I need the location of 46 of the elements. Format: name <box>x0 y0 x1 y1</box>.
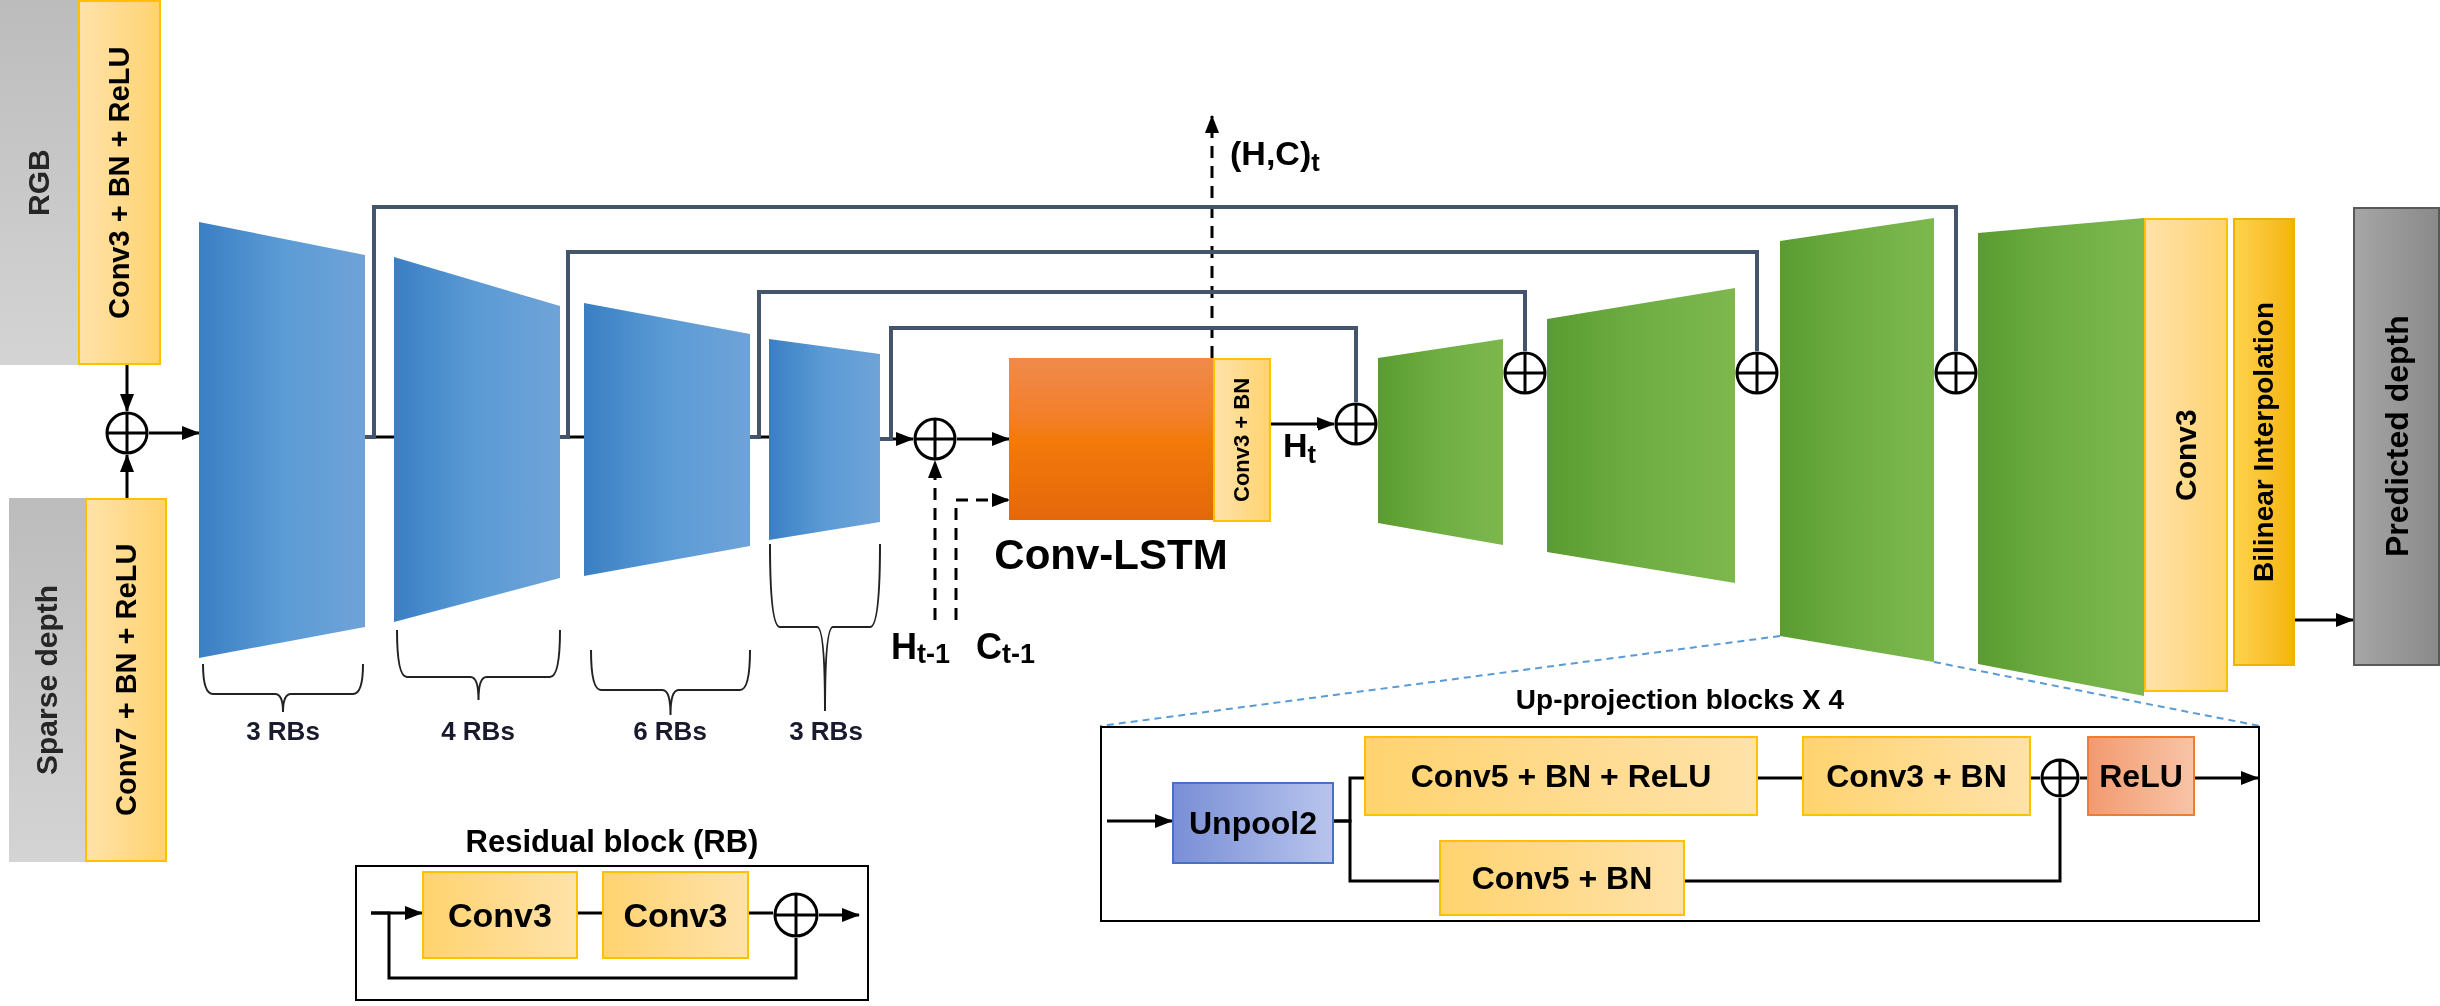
arrow <box>1271 417 1335 431</box>
output-block: Predicted depth <box>2353 207 2440 666</box>
connector-line <box>749 911 774 915</box>
bracket-label: 3 RBs <box>789 718 863 744</box>
arrow <box>954 493 1010 620</box>
conv-block: Conv7 + BN + ReLU <box>85 498 167 862</box>
connector-line <box>1334 819 1439 883</box>
conv-block: Conv3 <box>602 871 749 959</box>
input-block: Sparse depth <box>9 498 85 862</box>
connector-line <box>578 911 602 915</box>
conv-block: Conv3 + BN <box>1802 736 2031 816</box>
connector-line <box>371 911 798 980</box>
connector-line <box>1933 661 2261 727</box>
block-title: Up-projection blocks X 4 <box>1515 686 1845 714</box>
bracket-label: 4 RBs <box>441 718 515 744</box>
arrow <box>2195 771 2259 785</box>
block-title: Residual block (RB) <box>465 826 759 857</box>
connector-line <box>2080 776 2087 780</box>
arrow <box>120 365 134 412</box>
conv-block: Conv3 <box>2144 218 2228 692</box>
bracket-label: 6 RBs <box>633 718 707 744</box>
conv-block: Conv3 + BN + ReLU <box>78 0 161 365</box>
arrow <box>1205 115 1219 358</box>
arrow <box>957 432 1010 446</box>
arrow <box>2295 613 2354 627</box>
arrow <box>928 460 942 620</box>
relu-block: ReLU <box>2087 736 2195 816</box>
connector-line <box>1099 635 1781 727</box>
connector-line <box>880 326 1358 441</box>
connector-line <box>2031 776 2040 780</box>
arrow <box>1107 814 1173 828</box>
connector-line <box>749 290 1527 439</box>
bracket-label: 3 RBs <box>246 718 320 744</box>
unpool-block: Unpool2 <box>1172 782 1334 864</box>
input-block: RGB <box>0 0 78 365</box>
arrow <box>120 454 134 498</box>
interpolation-block: Bilinear Interpolation <box>2233 218 2295 666</box>
conv-block: Conv5 + BN <box>1439 840 1685 916</box>
connector-line <box>1685 798 2062 883</box>
arrow <box>149 426 200 440</box>
arrow <box>819 908 860 922</box>
block-title: Conv-LSTM <box>994 534 1228 576</box>
conv-block: Conv5 + BN + ReLU <box>1364 736 1758 816</box>
conv-block: Conv3 + BN <box>1213 358 1271 522</box>
conv-block: Conv3 <box>422 871 578 959</box>
connector-line <box>1758 776 1802 780</box>
